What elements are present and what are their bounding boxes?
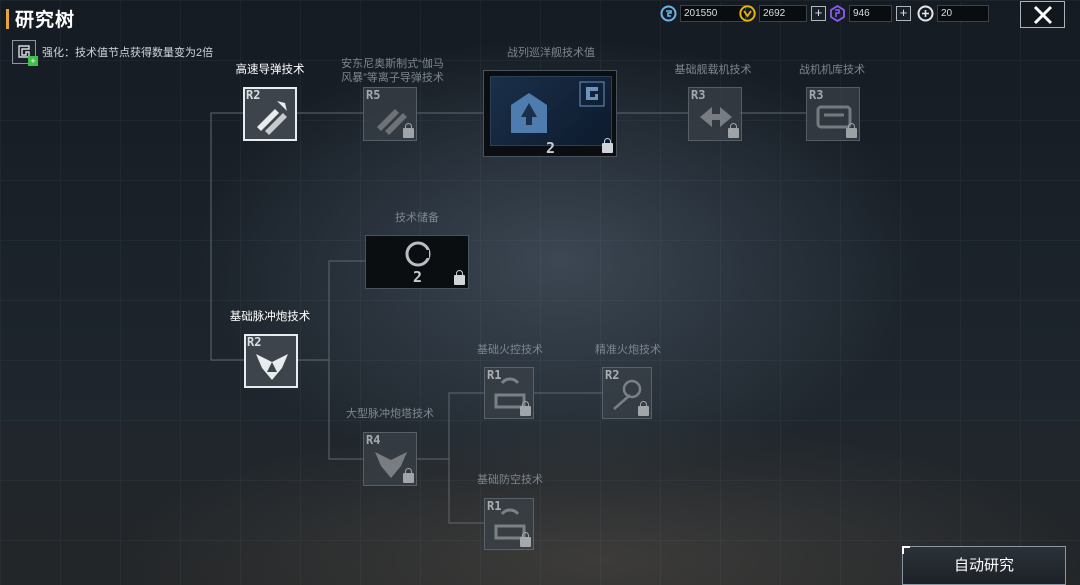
carrier-tech-node[interactable]: R3 [688, 87, 742, 141]
header: 研究树 [6, 5, 75, 32]
missile-icon [257, 101, 287, 135]
tier-badge: R2 [605, 368, 620, 382]
pulse-cannon-icon [375, 452, 407, 478]
crystal-icon [830, 5, 845, 22]
gold-value: 2692 [759, 5, 807, 22]
add-crystal-button[interactable]: + [896, 6, 911, 21]
missile-tech-label: 高速导弹技术 [235, 64, 305, 76]
tier-badge: R5 [366, 88, 381, 102]
tier-badge: R4 [366, 433, 381, 447]
battlecruiser-preview [490, 76, 612, 146]
lock-icon [403, 123, 414, 138]
ion-missile-node[interactable]: R5 [363, 87, 417, 141]
pulse-turret-node[interactable]: R4 [363, 432, 417, 486]
battlecruiser-label: 战列巡洋舰技术值 [507, 47, 595, 59]
lock-icon [602, 138, 613, 153]
node-count: 2 [413, 268, 423, 286]
credits-icon [660, 5, 677, 22]
node-frame [244, 334, 298, 388]
bonus-text: 强化：技术值节点获得数量变为2倍 [42, 47, 214, 59]
lock-icon [728, 123, 739, 138]
corner-emblem-icon [579, 81, 605, 107]
tier-badge: R2 [246, 88, 261, 102]
ion-missile-label: 安东尼奥斯制式“伽马 风暴”等离子导弹技术 [325, 57, 460, 85]
missile-icon [377, 109, 407, 135]
research-point-icon [405, 241, 431, 267]
tier-badge: R1 [487, 368, 502, 382]
tier-badge: R3 [809, 88, 824, 102]
crystal-value: 946 [849, 5, 892, 22]
research-point-icon [917, 5, 934, 22]
aircraft-icon [700, 107, 732, 127]
pulse-turret-label: 大型脉冲炮塔技术 [346, 408, 434, 420]
close-button[interactable] [1020, 1, 1065, 28]
tier-badge: R3 [691, 88, 706, 102]
crystal-resource: 946 + [829, 4, 911, 23]
ship-insignia-icon [511, 93, 547, 133]
hangar-tech-label: 战机机库技术 [799, 64, 865, 76]
node-count: 2 [546, 139, 556, 157]
fire-control-node[interactable]: R1 [484, 367, 534, 419]
ion-missile-label-line2: 风暴”等离子导弹技术 [341, 72, 444, 84]
close-icon [1033, 5, 1052, 24]
lock-icon [403, 468, 414, 483]
tech-reserve-node[interactable]: 2 [365, 235, 469, 289]
lock-icon [520, 532, 531, 547]
lock-icon [846, 123, 857, 138]
page-title: 研究树 [15, 10, 76, 31]
hangar-icon [816, 105, 852, 129]
missile-tech-node[interactable]: R2 [243, 87, 297, 141]
lock-icon [454, 270, 465, 285]
precision-gun-label: 精准火炮技术 [595, 344, 661, 356]
tier-badge: R2 [247, 335, 262, 349]
pulse-cannon-node[interactable]: R2 [244, 334, 298, 388]
crosshair-gun-icon [613, 379, 642, 410]
title-accent-bar [6, 8, 9, 29]
tier-badge: R1 [487, 499, 502, 513]
air-defense-label: 基础防空技术 [477, 474, 543, 486]
carrier-tech-label: 基础舰载机技术 [674, 64, 752, 76]
research-value: 20 [937, 5, 989, 22]
ion-missile-label-line1: 安东尼奥斯制式“伽马 [341, 58, 444, 70]
node-frame [602, 367, 652, 419]
gold-resource: 2692 + [739, 4, 826, 23]
lock-icon [638, 401, 649, 416]
fire-control-label: 基础火控技术 [477, 344, 543, 356]
air-defense-node[interactable]: R1 [484, 498, 534, 550]
battlecruiser-node[interactable]: 2 [483, 70, 617, 157]
research-resource: 20 [917, 4, 989, 23]
tech-reserve-label: 技术储备 [395, 212, 439, 224]
hangar-tech-node[interactable]: R3 [806, 87, 860, 141]
auto-research-button[interactable]: 自动研究 [902, 546, 1066, 585]
bonus-banner: + 强化：技术值节点获得数量变为2倍 [12, 40, 214, 66]
pulse-cannon-icon [256, 354, 288, 380]
pulse-cannon-label: 基础脉冲炮技术 [229, 311, 311, 323]
plus-icon: + [28, 56, 38, 66]
add-gold-button[interactable]: + [811, 6, 826, 21]
lock-icon [520, 401, 531, 416]
precision-gun-node[interactable]: R2 [602, 367, 652, 419]
gold-coin-icon [739, 5, 756, 22]
research-bonus-icon[interactable]: + [12, 40, 38, 66]
